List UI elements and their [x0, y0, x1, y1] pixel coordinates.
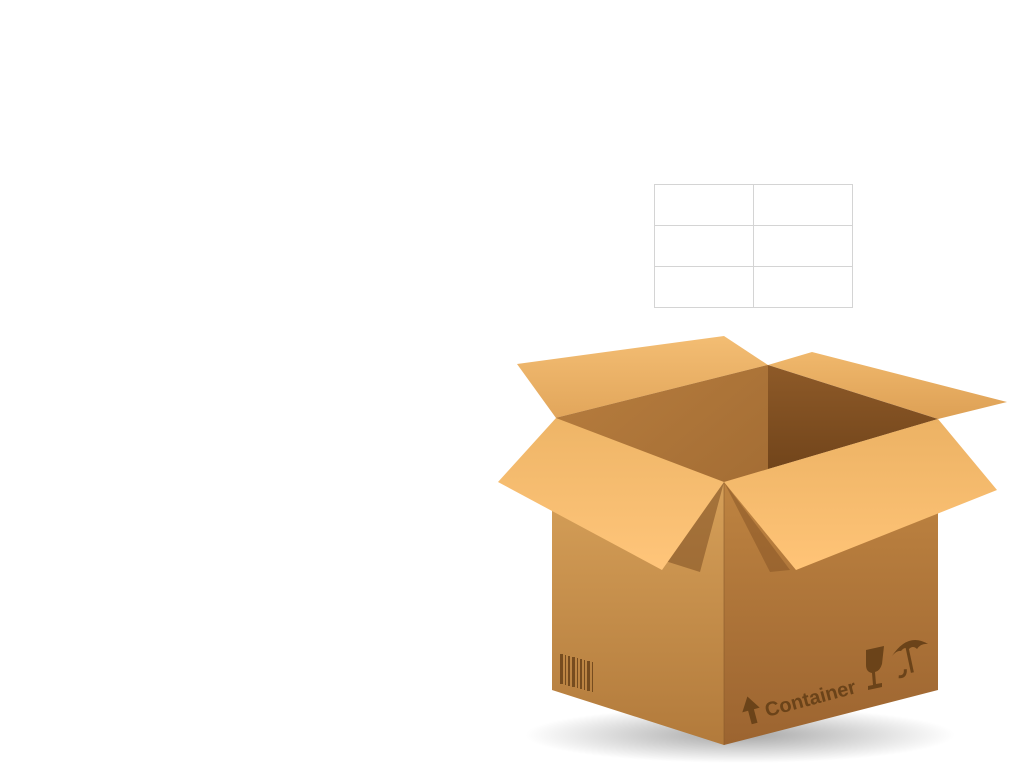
table-cell[interactable]	[754, 185, 853, 226]
empty-table[interactable]	[654, 184, 853, 308]
back-left-flap	[517, 336, 768, 418]
umbrella-icon	[892, 640, 928, 679]
table-cell[interactable]	[655, 185, 754, 226]
table-cell[interactable]	[754, 267, 853, 308]
table-cell[interactable]	[655, 226, 754, 267]
front-right-flap	[724, 419, 997, 570]
barcode-icon	[560, 654, 593, 692]
table-cell[interactable]	[754, 226, 853, 267]
back-right-flap	[768, 352, 1007, 419]
up-arrow-icon	[742, 696, 760, 725]
wine-glass-icon	[866, 646, 884, 690]
front-left-flap	[498, 418, 724, 570]
table-cell[interactable]	[655, 267, 754, 308]
